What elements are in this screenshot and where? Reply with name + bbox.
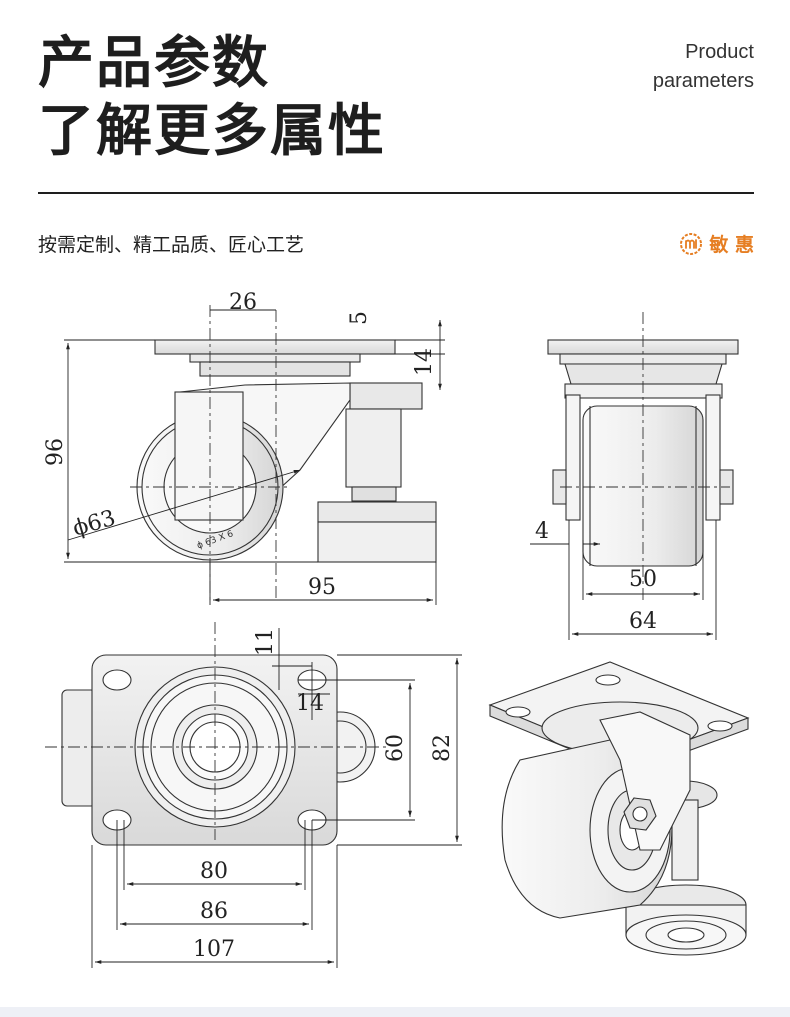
dim-107: 107 xyxy=(193,937,235,962)
top-centerlines xyxy=(45,622,390,840)
dim-26: 26 xyxy=(229,290,257,315)
top-view xyxy=(61,654,376,846)
front-dimension-lines xyxy=(530,520,717,640)
dim-64: 64 xyxy=(629,609,657,634)
brand-logo-icon xyxy=(680,232,703,255)
dim-14: 14 xyxy=(412,348,437,376)
side-centerlines xyxy=(130,305,290,600)
front-centerlines xyxy=(560,312,730,600)
footer-band xyxy=(0,1007,790,1017)
dim-95: 95 xyxy=(308,575,336,600)
dim-96: 96 xyxy=(43,438,68,466)
side-dimension-lines xyxy=(64,309,445,605)
dim-11: 11 xyxy=(253,628,278,656)
dim-86: 86 xyxy=(200,899,228,924)
page-title: 产品参数 了解更多属性 xyxy=(38,30,386,166)
dim-4: 4 xyxy=(535,519,549,544)
english-title-line-1: Product xyxy=(685,41,754,63)
dim-phi63: ϕ63 xyxy=(70,506,118,542)
brand-name: 敏 惠 xyxy=(709,234,754,256)
subtitle: 按需定制、精工品质、匠心工艺 xyxy=(38,234,305,256)
english-title: Product parameters xyxy=(653,38,754,96)
english-title-line-2: parameters xyxy=(652,70,754,92)
dim-80: 80 xyxy=(200,859,228,884)
dim-14-top: 14 xyxy=(296,691,324,716)
top-dimension-lines xyxy=(91,628,462,968)
header-divider xyxy=(38,192,754,194)
title-line-1: 产品参数 xyxy=(38,31,270,96)
dim-5: 5 xyxy=(347,311,372,325)
dim-50: 50 xyxy=(629,567,657,592)
isometric-view xyxy=(488,661,750,956)
title-line-2: 了解更多属性 xyxy=(38,99,386,164)
brand: 敏 惠 xyxy=(679,230,754,257)
dim-60: 60 xyxy=(383,734,408,762)
side-view: ϕ 63 X 6 xyxy=(136,339,437,563)
dim-82: 82 xyxy=(430,734,455,762)
